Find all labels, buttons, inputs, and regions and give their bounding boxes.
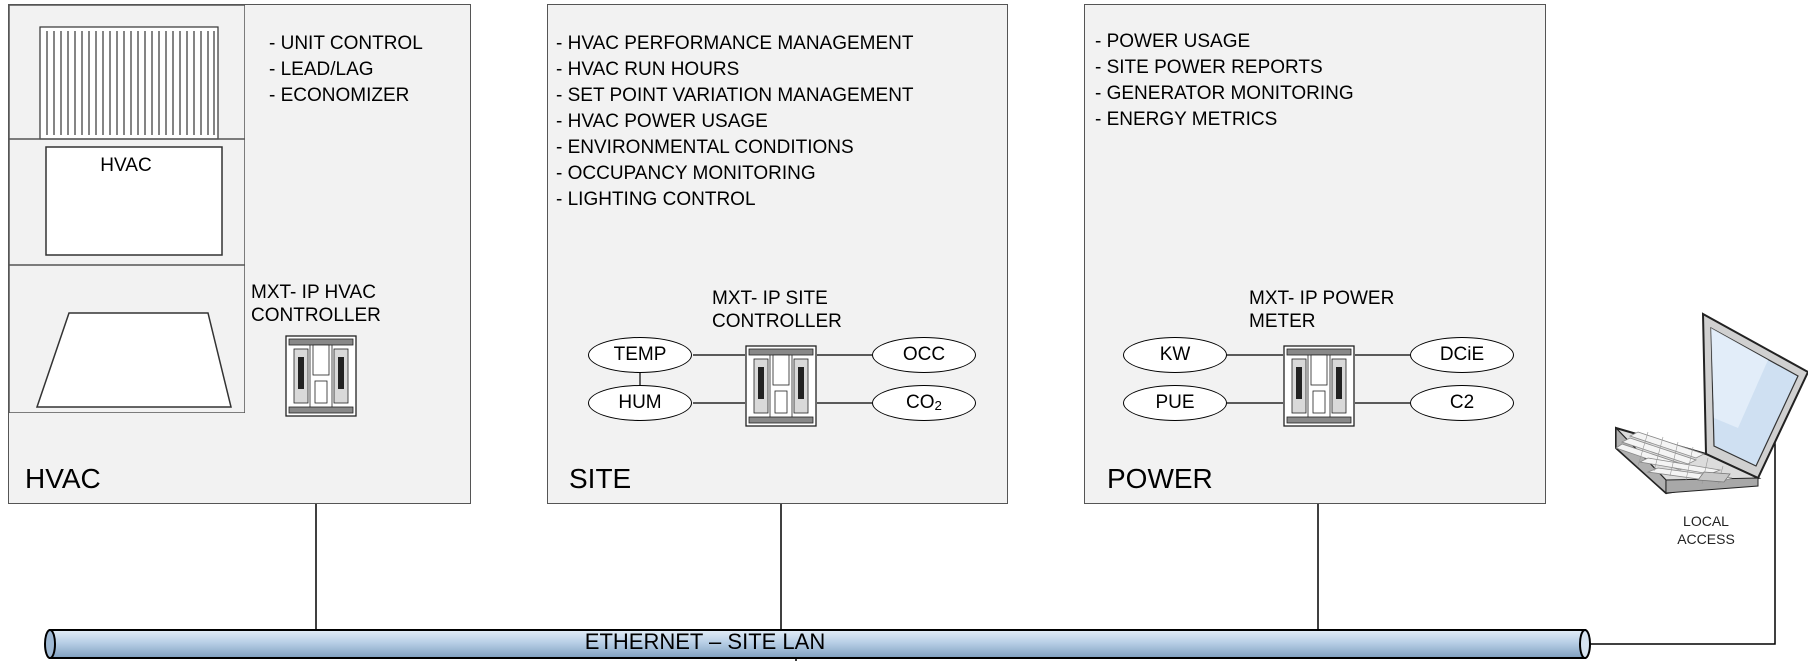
site-feature-item: - ENVIRONMENTAL CONDITIONS [556, 137, 854, 158]
site-feature-item: - LIGHTING CONTROL [556, 189, 756, 210]
temp-sensor: TEMP [588, 337, 692, 373]
power-meter-label: MXT- IP POWER METER [1249, 288, 1395, 332]
site-controller-device [745, 345, 817, 427]
power-panel: - POWER USAGE - SITE POWER REPORTS - GEN… [1084, 4, 1546, 504]
hvac-display-box [45, 146, 223, 256]
site-feature-list: - HVAC PERFORMANCE MANAGEMENT - HVAC RUN… [556, 31, 914, 213]
site-sensor-links [639, 354, 872, 404]
site-feature-item: - HVAC RUN HOURS [556, 59, 740, 80]
power-feature-item: - POWER USAGE [1095, 31, 1251, 52]
hvac-feature-list: - UNIT CONTROL - LEAD/LAG - ECONOMIZER [269, 31, 423, 109]
power-feature-item: - SITE POWER REPORTS [1095, 57, 1323, 78]
hvac-feature-item: - LEAD/LAG [269, 59, 374, 80]
site-feature-item: - HVAC POWER USAGE [556, 111, 768, 132]
site-feature-item: - HVAC PERFORMANCE MANAGEMENT [556, 33, 914, 54]
site-controller-label: MXT- IP SITE CONTROLLER [712, 288, 842, 332]
hvac-unit-illustration [9, 5, 245, 413]
power-meter-device [1283, 345, 1355, 427]
power-feature-item: - GENERATOR MONITORING [1095, 83, 1354, 104]
dcie-sensor: DCiE [1410, 337, 1514, 373]
power-sensor-links [1227, 354, 1410, 404]
laptop-icon [1615, 312, 1808, 495]
power-feature-list: - POWER USAGE - SITE POWER REPORTS - GEN… [1095, 29, 1354, 133]
c2-sensor: C2 [1410, 385, 1514, 421]
hvac-panel-title: HVAC [25, 463, 101, 494]
occupancy-sensor: OCC [872, 337, 976, 373]
site-feature-item: - SET POINT VARIATION MANAGEMENT [556, 85, 914, 106]
hvac-unit-label: HVAC [100, 155, 152, 176]
ethernet-lan-label: ETHERNET – SITE LAN [584, 629, 826, 654]
power-feature-item: - ENERGY METRICS [1095, 109, 1278, 130]
hvac-panel: HVAC - UNIT CONTROL - LEAD/LAG - ECONOMI… [8, 4, 471, 504]
power-panel-title: POWER [1107, 463, 1213, 494]
hvac-controller-device [285, 335, 357, 417]
co2-sensor: CO2 [872, 385, 976, 421]
site-feature-item: - OCCUPANCY MONITORING [556, 163, 816, 184]
pue-sensor: PUE [1123, 385, 1227, 421]
hvac-grille [39, 26, 219, 140]
ethernet-lan-pipe [44, 629, 1591, 659]
site-panel-title: SITE [569, 463, 632, 494]
hvac-feature-item: - UNIT CONTROL [269, 33, 423, 54]
hvac-feature-item: - ECONOMIZER [269, 85, 410, 106]
hvac-base [35, 312, 232, 408]
kw-sensor: KW [1123, 337, 1227, 373]
local-access-label: LOCAL ACCESS [1677, 513, 1735, 547]
site-panel: - HVAC PERFORMANCE MANAGEMENT - HVAC RUN… [547, 4, 1008, 504]
hvac-controller-label: MXT- IP HVAC CONTROLLER [251, 282, 381, 326]
humidity-sensor: HUM [588, 385, 692, 421]
